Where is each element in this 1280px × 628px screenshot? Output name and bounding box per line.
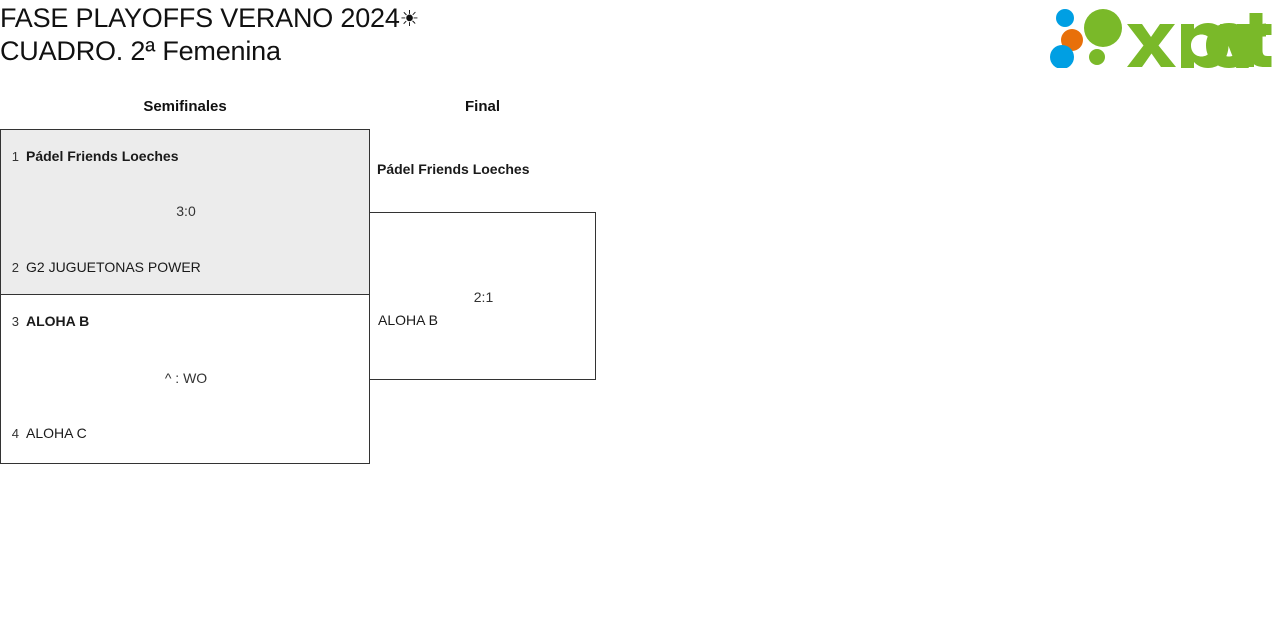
page-header: FASE PLAYOFFS VERANO 2024☀ CUADRO. 2ª Fe… [0, 0, 1280, 80]
match-semifinal-2[interactable]: 3 ALOHA B ^ : WO 4 ALOHA C [0, 294, 370, 464]
round-header-final: Final [464, 98, 500, 115]
match-semifinal-2-score: ^ : WO [164, 370, 208, 386]
match-semifinal-2-team-a[interactable]: ALOHA B [26, 313, 90, 329]
match-final-team-a[interactable]: Pádel Friends Loeches [377, 161, 530, 177]
match-semifinal-2-seed-b: 4 [11, 426, 19, 441]
sun-icon: ☀ [399, 6, 420, 31]
tournament-bracket: Semifinales Final 1 Pádel Friends Loeche… [0, 80, 1280, 628]
xporty-logo[interactable] [1048, 4, 1276, 68]
logo-dot-orange [1061, 29, 1083, 51]
match-semifinal-1-team-a[interactable]: Pádel Friends Loeches [26, 148, 179, 164]
match-semifinal-1-seed-b: 2 [11, 260, 19, 275]
match-semifinal-2-seed-a: 3 [11, 314, 19, 329]
match-semifinal-2-team-b[interactable]: ALOHA C [26, 425, 87, 441]
page-title: FASE PLAYOFFS VERANO 2024☀ CUADRO. 2ª Fe… [0, 2, 900, 68]
tournament-name: FASE PLAYOFFS VERANO 2024 [0, 3, 400, 33]
logo-dot-blue-top [1056, 9, 1074, 27]
logo-dot-blue-bottom [1050, 45, 1074, 68]
match-semifinal-1[interactable]: 1 Pádel Friends Loeches 3:0 2 G2 JUGUETO… [0, 129, 370, 295]
logo-dot-green-small [1089, 49, 1105, 65]
match-semifinal-1-seed-a: 1 [11, 149, 19, 164]
match-final-team-b[interactable]: ALOHA B [378, 312, 438, 328]
logo-dot-green-large [1084, 9, 1122, 47]
page-title-line-2: CUADRO. 2ª Femenina [0, 36, 281, 66]
match-final-score: 2:1 [473, 289, 494, 305]
match-semifinal-1-team-b[interactable]: G2 JUGUETONAS POWER [26, 259, 201, 275]
round-header-semifinales: Semifinales [143, 98, 227, 115]
page-title-line-1: FASE PLAYOFFS VERANO 2024☀ [0, 2, 900, 35]
match-semifinal-1-score: 3:0 [176, 203, 196, 219]
match-final[interactable]: 2:1 ALOHA B [369, 212, 596, 380]
